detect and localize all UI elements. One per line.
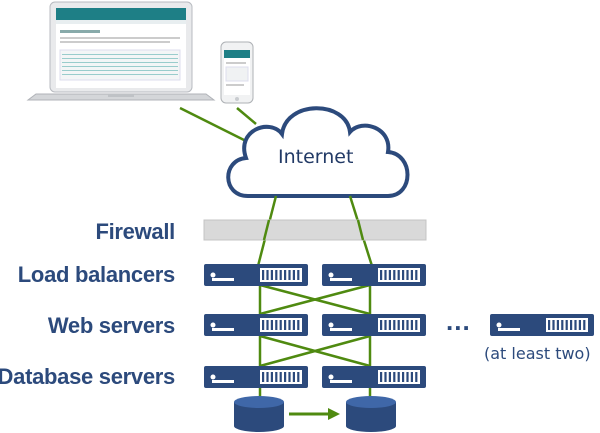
load-balancer-server-2-icon — [322, 264, 426, 286]
firewall-bar — [203, 219, 427, 241]
db-storage-links — [258, 388, 372, 398]
phone-icon — [220, 41, 254, 104]
more-servers-ellipsis: ... — [446, 306, 471, 336]
storage-replica-icon — [346, 396, 396, 432]
web-server-2-icon — [322, 314, 426, 336]
web-db-links — [258, 334, 372, 368]
database-server-2-icon — [322, 366, 426, 388]
cloud-shape — [226, 106, 410, 198]
web-servers-label: Web servers — [47, 313, 175, 338]
firewall-label: Firewall — [95, 219, 175, 244]
load-balancers-label: Load balancers — [17, 262, 176, 287]
load-balancer-server-1-icon — [204, 264, 308, 286]
database-server-1-icon — [204, 366, 308, 388]
web-server-1-icon — [204, 314, 308, 336]
device-links — [179, 106, 257, 144]
internet-label: Internet — [278, 146, 354, 168]
server-units — [204, 264, 594, 388]
laptop-icon — [26, 1, 216, 101]
scale-note: (at least two) — [484, 344, 591, 363]
lb-web-links — [258, 283, 372, 316]
firewall-crossing-links — [262, 219, 365, 241]
database-servers-label: Database servers — [0, 364, 175, 389]
replication-arrow-icon — [289, 408, 340, 420]
storage-primary-icon — [234, 396, 284, 432]
web-server-n-icon — [490, 314, 594, 336]
